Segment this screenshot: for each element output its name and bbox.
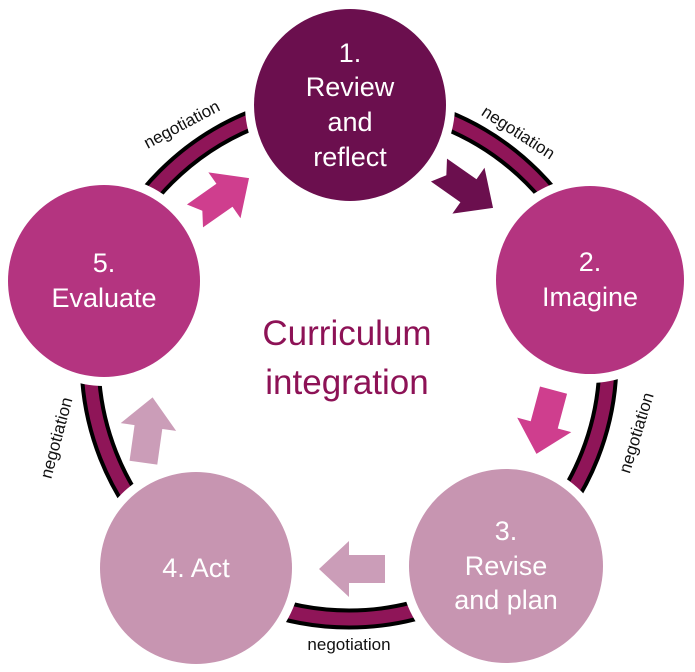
arrow-stage3-to-stage4-icon bbox=[319, 541, 385, 597]
arrow-stage1-to-stage2-icon bbox=[430, 158, 494, 214]
stage-line: 4. Act bbox=[162, 552, 230, 583]
arrow-stage2-to-stage3-icon bbox=[517, 386, 572, 454]
ring-label-negotiation-bottom: negotiation bbox=[307, 635, 391, 654]
stage-circle-2-imagine: 2. Imagine bbox=[496, 186, 684, 374]
arrow-stage4-to-stage5-icon bbox=[120, 397, 177, 465]
stage-line: Imagine bbox=[541, 282, 639, 312]
diagram-title: Curriculum integration bbox=[262, 314, 432, 402]
stage-line: Review bbox=[305, 72, 395, 103]
stage-line: reflect bbox=[313, 141, 387, 172]
stage-circle-5-evaluate: 5. Evaluate bbox=[8, 185, 200, 377]
stage-line: 5. bbox=[92, 248, 116, 279]
stage-line: 1. bbox=[338, 37, 362, 68]
stage-circle-1-review-and-reflect: 1. Review and reflect bbox=[254, 9, 446, 201]
stage-line: Evaluate bbox=[51, 283, 157, 313]
arrow-stage5-to-stage1-icon bbox=[186, 172, 250, 228]
stage-line: and bbox=[327, 107, 373, 137]
stage-line: Revise bbox=[464, 550, 548, 581]
stage-line: and plan bbox=[454, 585, 558, 616]
stage-line: 3. bbox=[494, 516, 518, 547]
stage-circle-4-act: 4. Act bbox=[100, 472, 292, 664]
stage-circle-3-revise-and-plan: 3. Revise and plan bbox=[409, 469, 603, 663]
stage-line: 2. bbox=[578, 247, 602, 278]
